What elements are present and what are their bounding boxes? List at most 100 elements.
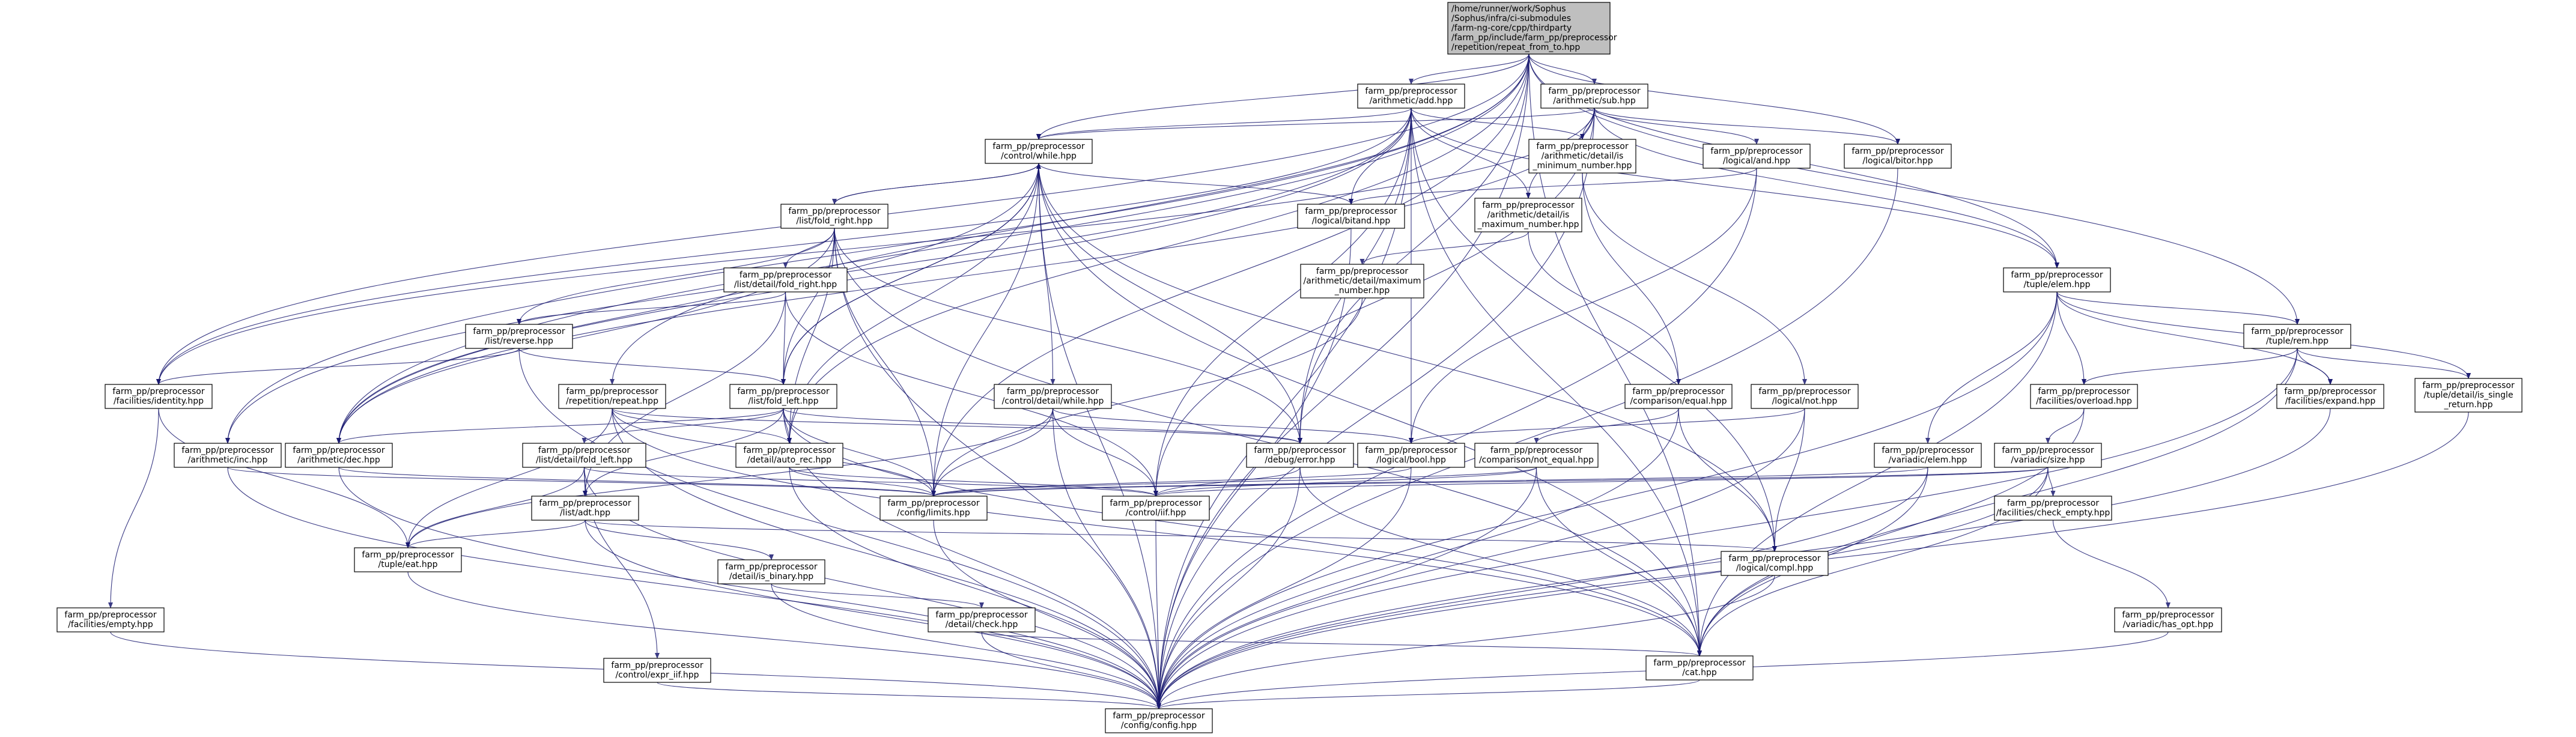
node-box[interactable] <box>780 204 889 229</box>
node-box[interactable] <box>1528 139 1636 174</box>
node-detail-auto-rec[interactable]: farm_pp/preprocessor/detail/auto_rec.hpp <box>735 443 843 468</box>
edge-arith_inc-to-config_config <box>227 467 1161 709</box>
node-box[interactable] <box>1300 264 1424 299</box>
edge-arith_detail_is_max-to-comparison_equal <box>1528 231 1681 385</box>
node-box[interactable] <box>2276 384 2384 409</box>
node-control-detail-while[interactable]: farm_pp/preprocessor/control/detail/whil… <box>994 384 1112 409</box>
node-root[interactable]: /home/runner/work/Sophus/Sophus/infra/ci… <box>1447 2 1617 55</box>
node-box[interactable] <box>1844 144 1952 169</box>
node-detail-is-binary[interactable]: farm_pp/preprocessor/detail/is_binary.hp… <box>717 559 825 584</box>
node-logical-bitand[interactable]: farm_pp/preprocessor/logical/bitand.hpp <box>1297 204 1405 229</box>
node-tuple-detail-is-single[interactable]: farm_pp/preprocessor/tuple/detail/is_sin… <box>2414 378 2523 413</box>
node-list-fold-left[interactable]: farm_pp/preprocessor/list/fold_left.hpp <box>729 384 837 409</box>
node-logical-and[interactable]: farm_pp/preprocessor/logical/and.hpp <box>1703 144 1811 169</box>
node-logical-not[interactable]: farm_pp/preprocessor/logical/not.hpp <box>1751 384 1859 409</box>
node-box[interactable] <box>56 607 165 632</box>
node-arith-detail-maximum[interactable]: farm_pp/preprocessor/arithmetic/detail/m… <box>1300 264 1424 299</box>
node-box[interactable] <box>2030 384 2138 409</box>
node-list-detail-fold-left[interactable]: farm_pp/preprocessor/list/detail/fold_le… <box>522 443 646 468</box>
node-list-reverse[interactable]: farm_pp/preprocessor/list/reverse.hpp <box>465 324 573 349</box>
node-repetition-repeat[interactable]: farm_pp/preprocessor/repetition/repeat.h… <box>558 384 666 409</box>
node-debug-error[interactable]: farm_pp/preprocessor/debug/error.hpp <box>1246 443 1354 468</box>
node-detail-check[interactable]: farm_pp/preprocessor/detail/check.hpp <box>928 607 1036 632</box>
node-box[interactable] <box>2114 607 2222 632</box>
node-tuple-eat[interactable]: farm_pp/preprocessor/tuple/eat.hpp <box>354 547 462 572</box>
node-box[interactable] <box>1994 496 2112 521</box>
node-box[interactable] <box>2414 378 2523 413</box>
node-box[interactable] <box>723 267 848 293</box>
node-box[interactable] <box>1721 551 1829 576</box>
node-logical-compl[interactable]: farm_pp/preprocessor/logical/compl.hpp <box>1721 551 1829 576</box>
edge-tuple_rem-to-facilities_expand <box>2297 348 2333 385</box>
node-box[interactable] <box>1357 83 1465 109</box>
node-arith-inc[interactable]: farm_pp/preprocessor/arithmetic/inc.hpp <box>174 443 282 468</box>
node-box[interactable] <box>1105 708 1213 733</box>
node-box[interactable] <box>1357 443 1465 468</box>
node-box[interactable] <box>2003 267 2111 293</box>
node-label-line: /home/runner/work/Sophus <box>1451 4 1566 14</box>
node-logical-bool[interactable]: farm_pp/preprocessor/logical/bool.hpp <box>1357 443 1465 468</box>
node-list-adt[interactable]: farm_pp/preprocessor/list/adt.hpp <box>531 496 639 521</box>
node-box[interactable] <box>1874 443 1982 468</box>
edge-list_fold_right-to-cat <box>834 228 1702 657</box>
node-arith-detail-is-max[interactable]: farm_pp/preprocessor/arithmetic/detail/i… <box>1474 198 1582 232</box>
node-box[interactable] <box>531 496 639 521</box>
node-arith-sub[interactable]: farm_pp/preprocessor/arithmetic/sub.hpp <box>1540 83 1648 109</box>
node-arith-dec[interactable]: farm_pp/preprocessor/arithmetic/dec.hpp <box>285 443 393 468</box>
node-box[interactable] <box>1297 204 1405 229</box>
edge-list_reverse-to-list_fold_left <box>518 348 786 385</box>
node-box[interactable] <box>522 443 646 468</box>
node-box[interactable] <box>1703 144 1811 169</box>
node-box[interactable] <box>729 384 837 409</box>
node-box[interactable] <box>994 384 1112 409</box>
node-comparison-not-equal[interactable]: farm_pp/preprocessor/comparison/not_equa… <box>1474 443 1599 468</box>
node-facilities-identity[interactable]: farm_pp/preprocessor/facilities/identity… <box>105 384 213 409</box>
node-variadic-elem[interactable]: farm_pp/preprocessor/variadic/elem.hpp <box>1874 443 1982 468</box>
node-comparison-equal[interactable]: farm_pp/preprocessor/comparison/equal.hp… <box>1624 384 1733 409</box>
node-box[interactable] <box>1540 83 1648 109</box>
node-arith-add[interactable]: farm_pp/preprocessor/arithmetic/add.hpp <box>1357 83 1465 109</box>
node-label-line: farm_pp/preprocessor <box>992 142 1084 151</box>
node-control-iif[interactable]: farm_pp/preprocessor/control/iif.hpp <box>1102 496 1210 521</box>
node-box[interactable] <box>558 384 666 409</box>
node-box[interactable] <box>174 443 282 468</box>
node-box[interactable] <box>1645 655 1754 681</box>
node-box[interactable] <box>1102 496 1210 521</box>
node-facilities-expand[interactable]: farm_pp/preprocessor/facilities/expand.h… <box>2276 384 2384 409</box>
node-box[interactable] <box>105 384 213 409</box>
node-box[interactable] <box>1447 2 1611 55</box>
node-list-detail-fold-right[interactable]: farm_pp/preprocessor/list/detail/fold_ri… <box>723 267 848 293</box>
node-tuple-elem[interactable]: farm_pp/preprocessor/tuple/elem.hpp <box>2003 267 2111 293</box>
node-box[interactable] <box>717 559 825 584</box>
node-arith-detail-is-min[interactable]: farm_pp/preprocessor/arithmetic/detail/i… <box>1528 139 1636 174</box>
node-box[interactable] <box>879 496 988 521</box>
node-box[interactable] <box>928 607 1036 632</box>
node-cat[interactable]: farm_pp/preprocessor/cat.hpp <box>1645 655 1754 681</box>
node-box[interactable] <box>1474 198 1582 232</box>
node-facilities-empty[interactable]: farm_pp/preprocessor/facilities/empty.hp… <box>56 607 165 632</box>
node-variadic-has-opt[interactable]: farm_pp/preprocessor/variadic/has_opt.hp… <box>2114 607 2222 632</box>
node-box[interactable] <box>1474 443 1599 468</box>
node-box[interactable] <box>354 547 462 572</box>
node-box[interactable] <box>1994 443 2102 468</box>
node-box[interactable] <box>285 443 393 468</box>
node-logical-bitor[interactable]: farm_pp/preprocessor/logical/bitor.hpp <box>1844 144 1952 169</box>
node-tuple-rem[interactable]: farm_pp/preprocessor/tuple/rem.hpp <box>2243 324 2351 349</box>
node-control-expr-iif[interactable]: farm_pp/preprocessor/control/expr_iif.hp… <box>603 658 711 683</box>
node-facilities-overload[interactable]: farm_pp/preprocessor/facilities/overload… <box>2030 384 2138 409</box>
node-box[interactable] <box>985 139 1093 164</box>
node-config-limits[interactable]: farm_pp/preprocessor/config/limits.hpp <box>879 496 988 521</box>
node-config-config[interactable]: farm_pp/preprocessor/config/config.hpp <box>1105 708 1213 733</box>
node-box[interactable] <box>2243 324 2351 349</box>
node-box[interactable] <box>1624 384 1733 409</box>
node-box[interactable] <box>465 324 573 349</box>
node-control-while[interactable]: farm_pp/preprocessor/control/while.hpp <box>985 139 1093 164</box>
node-list-fold-right[interactable]: farm_pp/preprocessor/list/fold_right.hpp <box>780 204 889 229</box>
node-box[interactable] <box>1246 443 1354 468</box>
node-box[interactable] <box>603 658 711 683</box>
node-facilities-check-empty[interactable]: farm_pp/preprocessor/facilities/check_em… <box>1994 496 2112 521</box>
edge-list_adt-to-detail_is_binary <box>585 520 774 560</box>
node-box[interactable] <box>1751 384 1859 409</box>
node-variadic-size[interactable]: farm_pp/preprocessor/variadic/size.hpp <box>1994 443 2102 468</box>
node-box[interactable] <box>735 443 843 468</box>
